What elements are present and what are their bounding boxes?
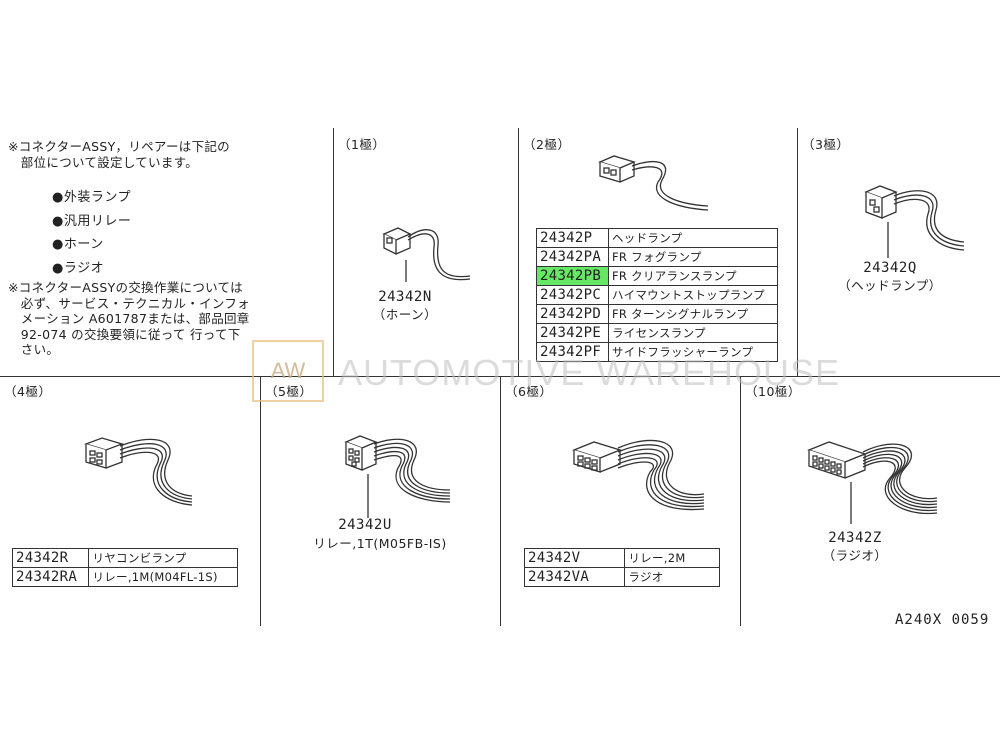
divider-v-4: [260, 376, 261, 626]
bullet-list: ●外装ランプ ●汎用リレー ●ホーン ●ラジオ: [52, 186, 131, 280]
connector-5-pole-drawing: [344, 435, 451, 518]
part-desc-cell: リヤコンビランプ: [88, 548, 238, 568]
divider-v-2: [518, 128, 519, 376]
note-1-line-1: ※コネクターASSY，リペアーは下記の: [8, 139, 230, 154]
connector-4-pole-drawing: [83, 437, 193, 506]
part-desc-cell: ライセンスランプ: [608, 323, 778, 343]
part-number-cell: 24342RA: [11, 567, 90, 587]
part-desc-cell: サイドフラッシャーランプ: [608, 342, 778, 362]
section-label-pole2: （2極）: [523, 137, 571, 152]
part-number-pole3: 24342Q: [863, 260, 917, 276]
bullet-item: ●汎用リレー: [52, 213, 132, 229]
part-number-cell: 24342PC: [536, 285, 609, 305]
note-2: ※コネクターASSYの交換作業については 必ず、サービス・テクニカル・インフォ …: [8, 280, 250, 358]
section-label-pole1: （1極）: [338, 137, 386, 152]
note-1-line-2: 部位について設定しています。: [8, 154, 199, 170]
section-label-pole4: （4極）: [4, 384, 52, 399]
section-label-pole3: （3極）: [802, 137, 850, 152]
watermark-text: AUTOMOTIVE WAREHOUSE: [338, 352, 841, 393]
part-number-cell: 24342PE: [536, 323, 609, 343]
part-desc-cell: ラジオ: [624, 567, 720, 587]
part-desc-cell: FR ターンシグナルランプ: [608, 304, 778, 324]
part-desc-cell: リレー,1M(M04FL-1S): [88, 567, 238, 587]
part-desc-pole10: （ラジオ）: [822, 548, 888, 563]
part-desc-cell: ハイマウントストップランプ: [608, 285, 778, 305]
note-2-line-3: メーション A601787または、部品回章: [8, 311, 250, 326]
section-label-pole10: （10極）: [745, 384, 801, 399]
section-label-pole5: （5極）: [265, 384, 313, 399]
reference-number: A240X 0059: [895, 612, 990, 628]
part-number-cell: 24342R: [11, 548, 90, 568]
bullet-item: ●外装ランプ: [52, 190, 131, 205]
divider-v-3: [797, 128, 798, 376]
part-number-cell: 24342PB: [536, 266, 609, 286]
connector-2-pole-drawing: [598, 155, 709, 211]
part-desc-pole1: （ホーン）: [372, 307, 438, 322]
part-desc-pole3: （ヘッドランプ）: [838, 278, 942, 293]
divider-v-6: [740, 376, 741, 626]
part-number-pole5: 24342U: [338, 517, 392, 533]
divider-v-5: [500, 376, 501, 626]
part-number-cell: 24342V: [523, 548, 626, 568]
part-desc-cell: ヘッドランプ: [608, 228, 778, 248]
note-1: ※コネクターASSY，リペアーは下記の 部位について設定しています。: [8, 139, 230, 170]
note-2-line-5: さい。: [8, 342, 60, 357]
connector-3-pole-drawing: [864, 185, 965, 258]
part-number-cell: 24342VA: [523, 567, 626, 587]
connector-1-pole-drawing: [382, 227, 471, 282]
watermark-logo: AW: [252, 340, 324, 402]
part-desc-pole5: リレー,1T(M05FB-IS): [313, 536, 447, 551]
bullet-item: ●ホーン: [52, 237, 104, 252]
part-desc-cell: FR フォグランプ: [608, 247, 778, 267]
connector-10-pole-drawing: [807, 441, 938, 524]
part-number-cell: 24342PA: [536, 247, 609, 267]
connector-6-pole-drawing: [572, 439, 705, 511]
part-desc-cell: FR クリアランスランプ: [608, 266, 778, 286]
part-number-pole1: 24342N: [378, 289, 432, 305]
part-desc-cell: リレー,2M: [624, 548, 720, 568]
part-number-cell: 24342PF: [536, 342, 609, 362]
note-2-line-1: ※コネクターASSYの交換作業については: [8, 280, 243, 295]
note-2-line-2: 必ず、サービス・テクニカル・インフォ: [8, 295, 250, 311]
bullet-item: ●ラジオ: [52, 260, 105, 276]
section-label-pole6: （6極）: [505, 384, 553, 399]
part-number-cell: 24342PD: [536, 304, 609, 324]
note-2-line-4: 92-074 の交換要領に従って 行って下: [8, 326, 241, 342]
divider-v-1: [333, 128, 334, 376]
part-number-cell: 24342P: [536, 228, 609, 248]
part-number-pole10: 24342Z: [828, 530, 882, 546]
